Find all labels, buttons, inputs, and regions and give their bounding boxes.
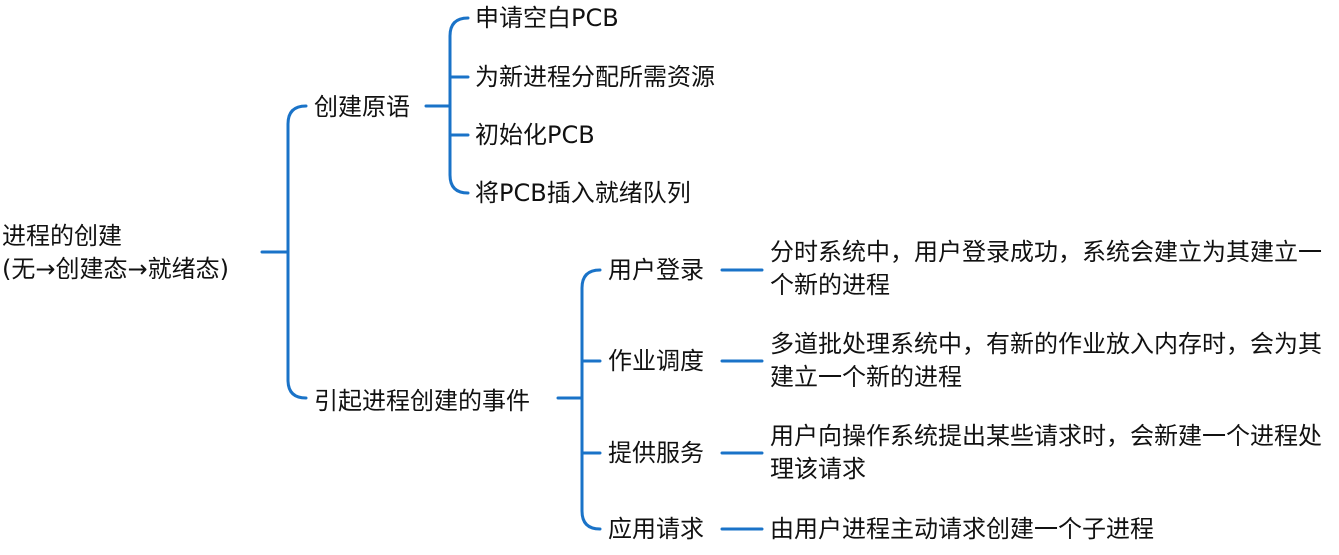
event-provide-service: 提供服务 [608,439,704,467]
step-allocate-resources: 为新进程分配所需资源 [475,63,715,91]
root-subtitle: (无→创建态→就绪态) [2,255,229,283]
root-title: 进程的创建 [2,222,122,250]
event-user-login: 用户登录 [608,256,704,284]
desc-job-scheduling: 多道批处理系统中，有新的作业放入内存时，会为其建立一个新的进程 [770,330,1322,391]
step-insert-ready-queue: 将PCB插入就绪队列 [475,179,691,207]
desc-app-request: 由用户进程主动请求创建一个子进程 [770,515,1154,543]
desc-provide-service: 用户向操作系统提出某些请求时，会新建一个进程处理该请求 [770,422,1322,483]
bracket-branch-2 [580,268,602,531]
root-node: 进程的创建 (无→创建态→就绪态) [2,220,229,286]
bracket-branch-1 [448,16,470,195]
branch-create-primitive: 创建原语 [314,93,410,121]
event-app-request: 应用请求 [608,515,704,543]
event-job-scheduling: 作业调度 [608,347,704,375]
bracket-root [286,104,308,400]
step-init-pcb: 初始化PCB [475,121,595,149]
desc-user-login: 分时系统中，用户登录成功，系统会建立为其建立一个新的进程 [770,238,1322,299]
step-apply-pcb: 申请空白PCB [475,4,619,32]
branch-creation-events: 引起进程创建的事件 [314,387,530,415]
